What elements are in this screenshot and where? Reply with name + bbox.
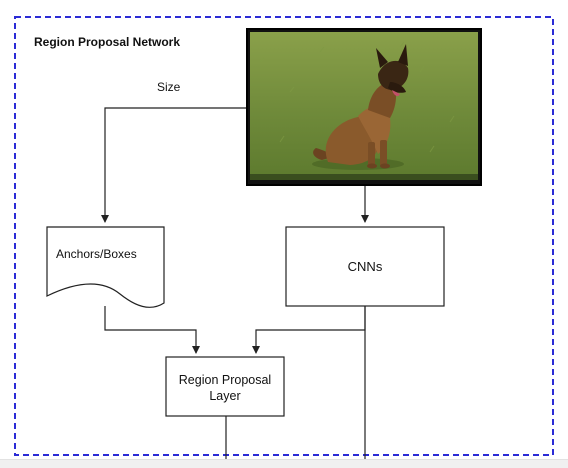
size-edge-label: Size bbox=[157, 80, 181, 94]
region-proposal-layer-node[interactable] bbox=[165, 356, 285, 417]
edge-anchors-to-rpl bbox=[104, 306, 200, 354]
anchors-boxes-node[interactable] bbox=[46, 226, 165, 308]
rpl-label-line1: Region Proposal bbox=[178, 373, 272, 387]
diagram-title: Region Proposal Network bbox=[34, 35, 181, 49]
photo-caption-strip bbox=[250, 174, 478, 180]
dog-photo-frame bbox=[246, 28, 482, 186]
grass-texture bbox=[259, 41, 455, 153]
dog-figure bbox=[313, 44, 409, 169]
region-proposal-layer-label: Region Proposal Layer bbox=[166, 372, 284, 404]
anchors-boxes-label: Anchors/Boxes bbox=[56, 247, 137, 261]
edge-image-to-anchors bbox=[101, 107, 246, 223]
window-bottom-strip bbox=[0, 459, 568, 468]
edge-cnn-to-rpl bbox=[252, 306, 366, 354]
container-dashed-border bbox=[14, 16, 554, 456]
cnn-label: CNNs bbox=[347, 259, 383, 274]
dog-photo bbox=[250, 32, 478, 180]
rpl-label-line2: Layer bbox=[209, 389, 241, 403]
cnn-node[interactable] bbox=[285, 226, 445, 307]
